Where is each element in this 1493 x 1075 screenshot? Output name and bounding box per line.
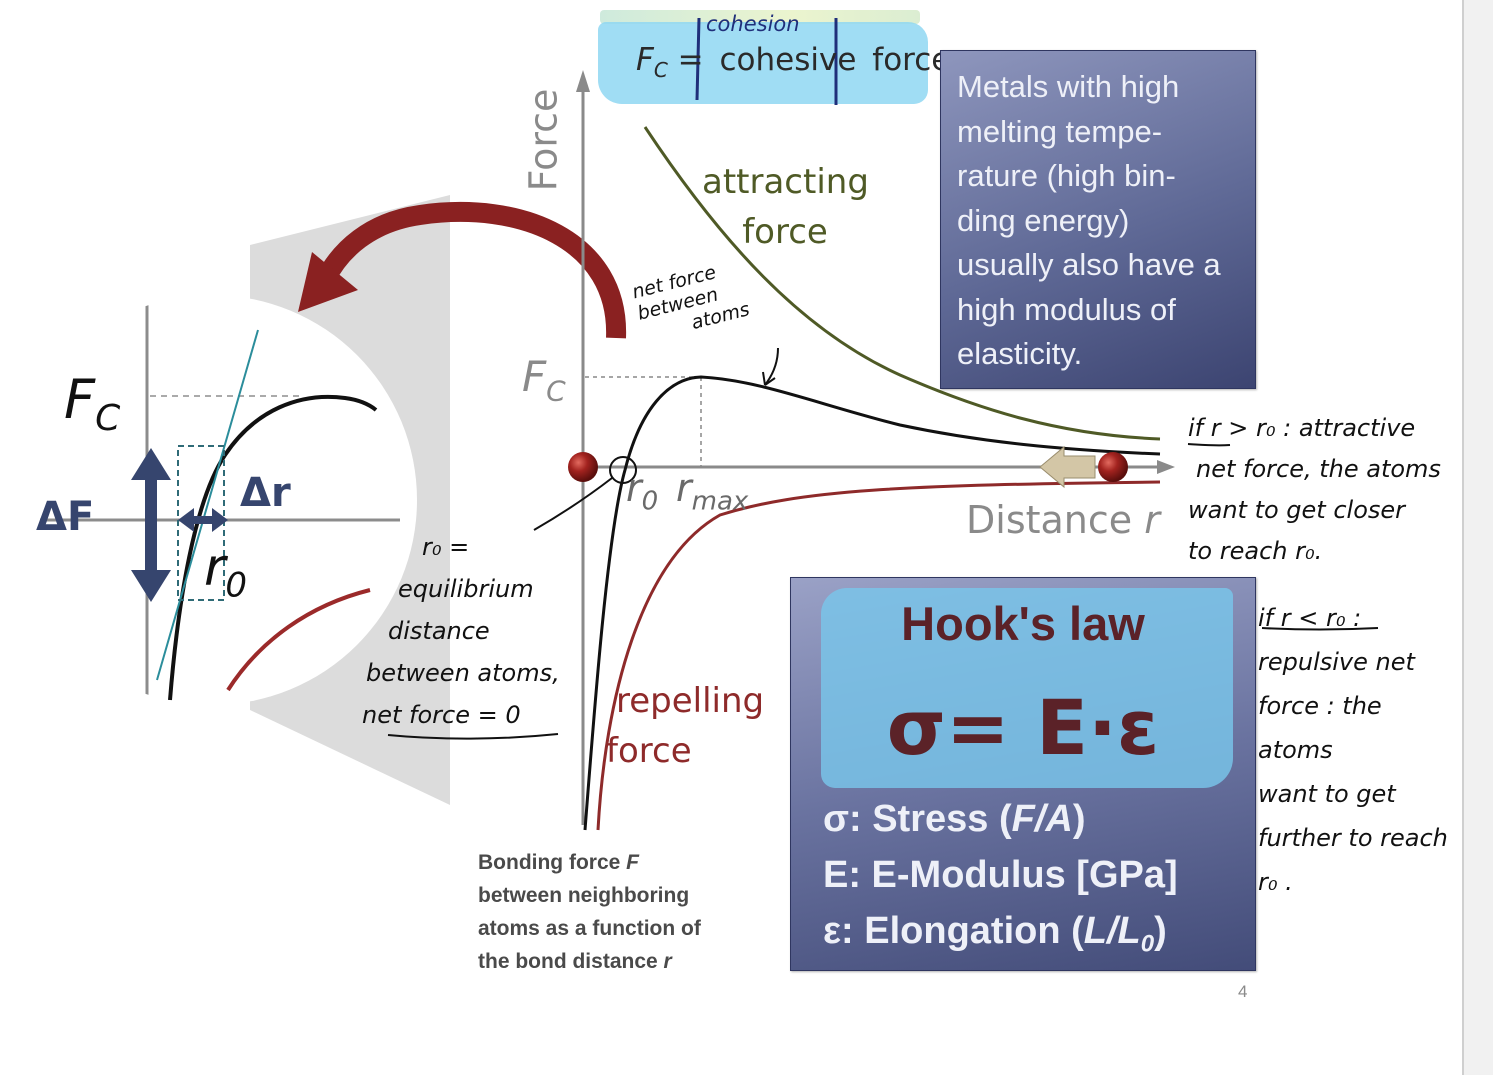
stress-definition: σ: Stress (F/A) — [823, 798, 1086, 840]
if-gt-underline — [1187, 443, 1231, 447]
distance-axis-label: Distance r — [966, 498, 1160, 542]
figure-caption: Bonding force F between neighboring atom… — [478, 851, 701, 973]
fc-label: FC — [522, 352, 566, 408]
zoom-delta-f-label: ΔF — [36, 494, 95, 540]
zoom-inset — [40, 300, 400, 701]
zoom-r0-label: r0 — [204, 538, 248, 606]
net-force-curve — [583, 375, 1161, 831]
zoom-delta-r-label: Δr — [240, 470, 291, 516]
info-box: Metals with high melting tempe- rature (… — [940, 50, 1256, 389]
distance-axis-arrowhead — [1157, 460, 1175, 474]
net-force-note-pointer — [764, 347, 779, 386]
delta-r-arrow — [178, 508, 228, 532]
r0-label: r0 — [626, 466, 659, 517]
cohesion-bar-left — [695, 17, 701, 101]
atom-right — [1098, 452, 1128, 482]
force-axis-arrowhead — [576, 70, 590, 92]
if-lt-underline — [1261, 627, 1379, 631]
attracting-force-label: attracting force — [702, 162, 869, 252]
delta-f-arrow — [131, 448, 171, 602]
repulsive-note: if r < r₀ : repulsive net force : the at… — [1258, 604, 1448, 896]
attracting-curve — [643, 126, 1161, 441]
modulus-definition: E: E-Modulus [GPa] — [823, 854, 1178, 896]
cohesion-highlight — [598, 22, 928, 104]
hookes-law-highlight — [821, 588, 1233, 788]
force-axis-label: Force — [521, 88, 566, 192]
atom-left — [568, 452, 598, 482]
cohesion-equation: FC = cohesive force — [636, 42, 951, 83]
r0-circle — [609, 456, 637, 484]
hookes-law-formula: σ= E·ε — [886, 683, 1160, 772]
zoom-arrow-head — [298, 252, 358, 312]
vertical-scrollbar[interactable] — [1462, 0, 1493, 1075]
repelling-curve — [596, 480, 1161, 831]
info-box-text: Metals with high melting tempe- rature (… — [957, 69, 1221, 371]
elongation-definition: ε: Elongation (L/L0) — [823, 910, 1167, 958]
attraction-direction-arrow — [1039, 445, 1096, 489]
r0-note-underline — [387, 733, 559, 740]
attractive-note: if r > r₀ : attractive net force, the at… — [1188, 414, 1441, 565]
page-number: 4 — [1238, 982, 1248, 1001]
top-color-strip — [600, 10, 920, 24]
cohesion-handwritten: cohesion — [706, 12, 800, 36]
repelling-force-label: repelling force — [606, 681, 765, 771]
zoom-fc-label: FC — [64, 368, 121, 439]
r0-equilibrium-note: r₀ = equilibrium distance between atoms,… — [362, 533, 560, 729]
zoom-arrow-shaft — [316, 202, 627, 339]
r0-note-pointer — [533, 477, 613, 531]
hookes-law-title: Hook's law — [901, 597, 1145, 650]
zoom-tangent-line — [156, 329, 259, 681]
zoom-repel-curve — [226, 588, 371, 692]
hookes-law-box: Hook's law σ= E·ε σ: Stress (F/A) E: E-M… — [790, 577, 1256, 971]
rmax-label: rmax — [676, 466, 749, 517]
